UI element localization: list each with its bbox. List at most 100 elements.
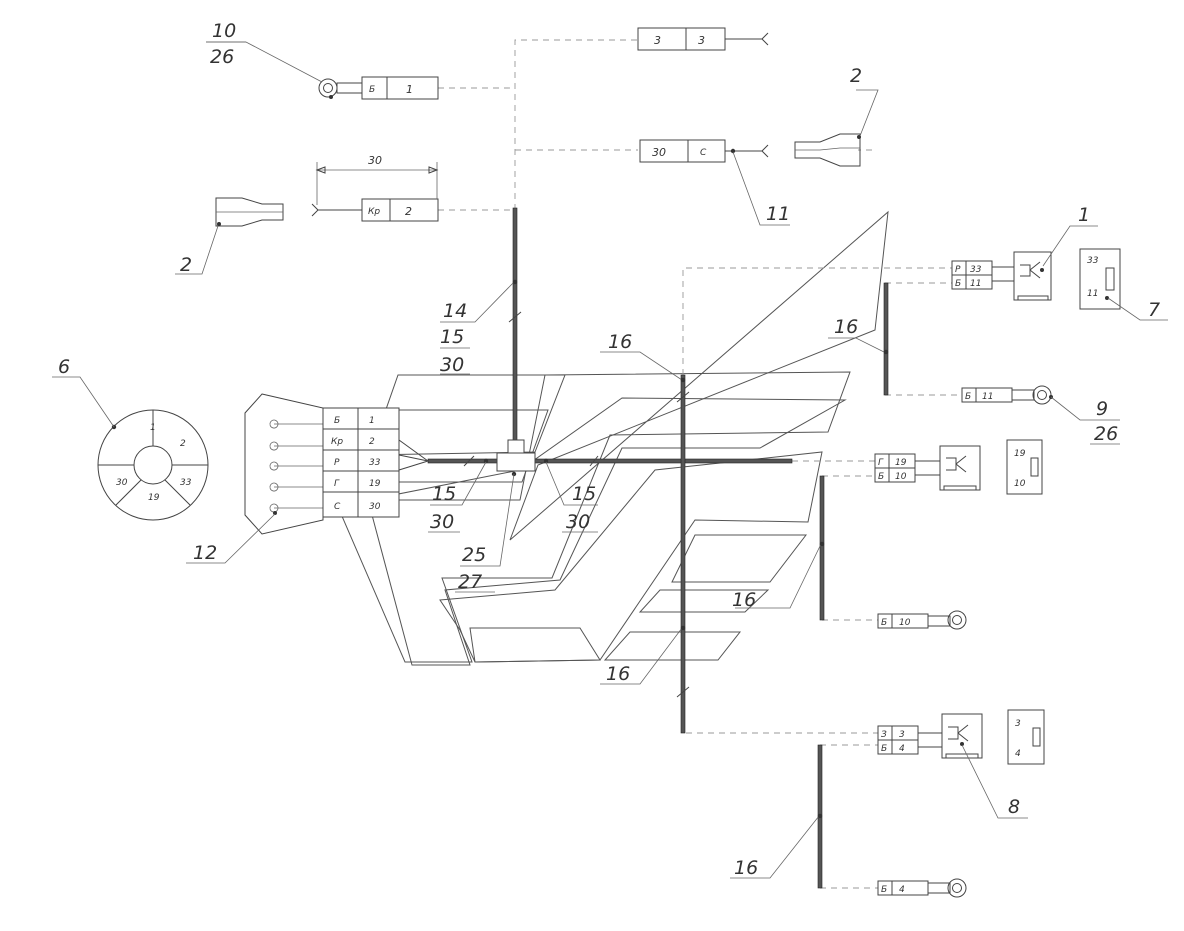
connector-12-table: Б 1 Кр 2 Р 33 Г 19 С 30 xyxy=(322,407,400,518)
pinview-7-top: 33 xyxy=(1087,256,1099,266)
callout-27: 27 xyxy=(458,571,482,593)
connector-30-num: С xyxy=(700,148,707,158)
connector-30-code: 30 xyxy=(652,146,666,159)
connector-1: Р 33 Б 11 xyxy=(951,251,1052,301)
bundle-horizontal-main xyxy=(427,458,793,464)
callout-15-left-b: 30 xyxy=(430,511,454,533)
connector-12-num-4: 30 xyxy=(369,502,381,512)
connector-3-code: 3 xyxy=(654,34,661,47)
callout-2-left: 2 xyxy=(180,254,192,276)
connector-8-num-b: 4 xyxy=(899,744,905,754)
connector-12-code-0: Б xyxy=(334,416,340,426)
callout-15-left: 15 xyxy=(432,483,456,505)
pinview-19-bottom: 10 xyxy=(1014,479,1026,489)
callout-14-c: 30 xyxy=(440,354,464,376)
callout-10: 10 xyxy=(212,20,236,42)
callout-15-right: 15 xyxy=(572,483,596,505)
terminal-9-ring: Б 11 xyxy=(961,385,1053,405)
connector-1-code-a: Р xyxy=(955,265,961,275)
callouts: 10 26 2 2 11 1 7 14 15 30 16 16 6 xyxy=(52,20,1168,879)
connector-kp2: Кр 2 30 xyxy=(311,154,439,222)
connector-kp2-code: Кр xyxy=(368,207,380,217)
callout-10-b: 26 xyxy=(210,46,234,68)
terminal-ring-4: Б 4 xyxy=(877,878,967,898)
pinview-19-top: 19 xyxy=(1014,449,1026,459)
pinview-3-bottom: 4 xyxy=(1015,749,1021,759)
connector-30: 30 С xyxy=(639,139,769,163)
connector-6-sector-33: 33 xyxy=(180,478,192,488)
connector-kp2-num: 2 xyxy=(405,205,412,218)
connector-6-sector-2: 2 xyxy=(180,439,186,449)
callout-9-b: 26 xyxy=(1094,423,1118,445)
pinview-3-top: 3 xyxy=(1015,719,1021,729)
callout-16-c: 16 xyxy=(732,589,756,611)
callout-8: 8 xyxy=(1008,796,1020,818)
terminal-10-ring: Б 1 xyxy=(318,76,439,100)
terminal-10-code: Б xyxy=(369,85,375,95)
connector-6-sector-19: 19 xyxy=(148,493,160,503)
terminal-ring10-code: Б xyxy=(881,618,887,628)
callout-6: 6 xyxy=(58,356,70,378)
terminal-ring4-num: 4 xyxy=(899,885,905,895)
callout-7: 7 xyxy=(1148,299,1160,321)
terminal-9-code: Б xyxy=(965,392,971,402)
callout-1: 1 xyxy=(1078,204,1090,226)
connector-12-code-2: Р xyxy=(334,458,340,468)
junction-dots xyxy=(512,279,889,819)
connector-6-sector-30: 30 xyxy=(116,478,128,488)
pinview-7-bottom: 11 xyxy=(1087,289,1098,299)
terminal-9-num: 11 xyxy=(982,392,993,402)
connector-6-sector-1: 1 xyxy=(150,423,156,433)
connector-12-code-3: Г xyxy=(334,479,340,489)
connector-1-num-a: 33 xyxy=(970,265,982,275)
callout-14-b: 15 xyxy=(440,326,464,348)
callout-11: 11 xyxy=(766,203,790,225)
connector-19-code-a: Г xyxy=(878,458,884,468)
connector-3-num: 3 xyxy=(698,34,705,47)
bundle-right-1 xyxy=(883,282,889,396)
background-outline xyxy=(334,210,889,666)
pinview-7: 33 11 xyxy=(1079,248,1121,310)
connector-6-face: 1 2 33 19 30 xyxy=(97,409,209,521)
connector-8-code-a: З xyxy=(881,730,887,740)
callout-16-b: 16 xyxy=(834,316,858,338)
callout-9: 9 xyxy=(1096,398,1108,420)
terminal-ring-10: Б 10 xyxy=(877,610,967,630)
connector-12-num-1: 2 xyxy=(369,437,375,447)
connector-12-code-4: С xyxy=(334,502,341,512)
connector-12-num-2: 33 xyxy=(369,458,381,468)
sleeve-2-left xyxy=(215,197,284,227)
terminal-ring4-code: Б xyxy=(881,885,887,895)
connector-19-10: Г 19 Б 10 xyxy=(874,445,981,491)
connector-8-code-b: Б xyxy=(881,744,887,754)
pinview-19-10: 19 10 xyxy=(1006,439,1043,495)
splice-block xyxy=(483,439,549,477)
bundle-vertical-center xyxy=(680,374,686,734)
callout-25: 25 xyxy=(462,544,486,566)
connector-12: Б 1 Кр 2 Р 33 Г 19 С 30 xyxy=(244,393,400,535)
dashed-wires xyxy=(438,39,962,889)
connector-1-num-b: 11 xyxy=(970,279,981,289)
connector-19-code-b: Б xyxy=(878,472,884,482)
pinview-3-4: 3 4 xyxy=(1007,709,1045,765)
break-marks xyxy=(463,311,690,698)
connector-19-num-a: 19 xyxy=(895,458,907,468)
connector-12-num-0: 1 xyxy=(369,416,375,426)
connector-1-code-b: Б xyxy=(955,279,961,289)
connector-12-num-3: 19 xyxy=(369,479,381,489)
terminal-10-num: 1 xyxy=(406,83,413,96)
callout-12: 12 xyxy=(193,542,217,564)
connector-8-num-a: 3 xyxy=(899,730,905,740)
bundle-right-2 xyxy=(819,475,825,621)
callout-16-e: 16 xyxy=(734,857,758,879)
connector-3: 3 3 xyxy=(637,27,769,51)
sleeve-2-right xyxy=(794,133,861,167)
terminal-ring10-num: 10 xyxy=(899,618,911,628)
bundle-vertical-main xyxy=(512,207,518,461)
callout-16-a: 16 xyxy=(608,331,632,353)
connector-12-pins xyxy=(269,419,323,513)
callout-15-right-b: 30 xyxy=(566,511,590,533)
dimension-length: 30 xyxy=(368,154,382,167)
connector-19-num-b: 10 xyxy=(895,472,907,482)
